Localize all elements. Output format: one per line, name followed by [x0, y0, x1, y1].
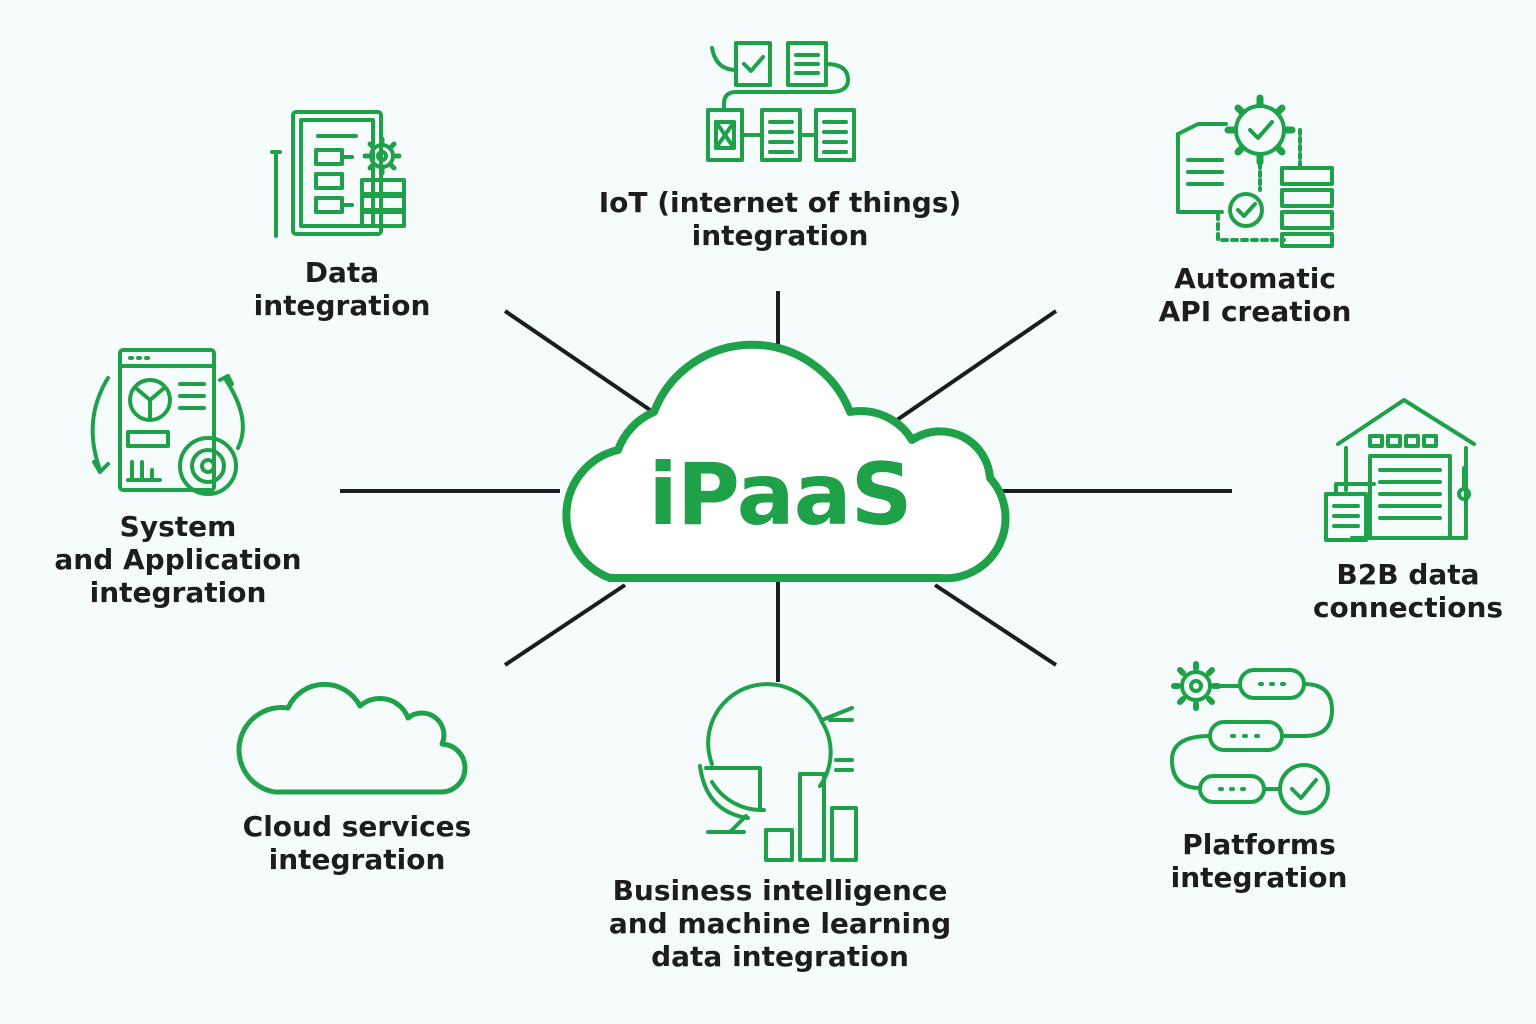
platform-pipeline-icon — [1170, 661, 1334, 815]
app-window-target-icon — [90, 348, 245, 496]
api-gear-document-icon — [1176, 94, 1334, 248]
connector-line-lower-left — [503, 583, 627, 667]
connector-line-lower-right — [933, 583, 1058, 667]
iot-flow-icon — [706, 41, 856, 162]
ipaas-title: iPaaS — [648, 445, 912, 545]
analytics-chart-icon — [698, 682, 858, 862]
label-iot-integration: IoT (internet of things)integration — [598, 186, 962, 252]
connector-line-upper-right — [873, 309, 1058, 437]
document-gear-stack-icon — [270, 110, 406, 238]
warehouse-icon — [1324, 398, 1476, 542]
connector-line-upper-left — [503, 309, 652, 412]
cloud-icon — [236, 681, 468, 795]
